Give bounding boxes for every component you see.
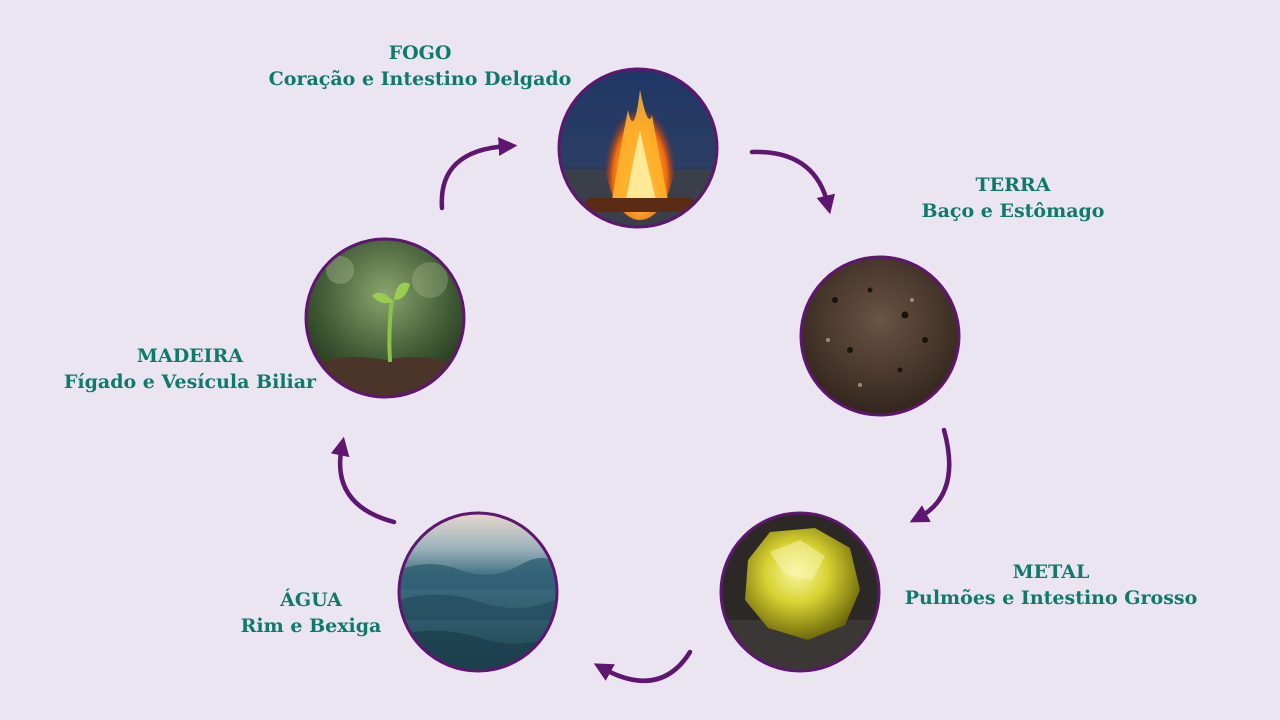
fogo-title: FOGO <box>388 42 452 64</box>
sprout-image <box>306 239 464 397</box>
madeira-organs: Fígado e Vesícula Biliar <box>63 371 317 393</box>
water-circle-border <box>397 511 559 673</box>
agua-organs: Rim e Bexiga <box>240 615 382 637</box>
fogo-organs: Coração e Intestino Delgado <box>268 68 572 90</box>
fogo-label: FOGO Coração e Intestino Delgado <box>269 40 572 92</box>
soil-image <box>801 257 959 415</box>
terra-title: TERRA <box>975 174 1051 196</box>
arrow-agua-to-madeira <box>330 436 397 525</box>
agua-label: ÁGUA Rim e Bexiga <box>241 587 382 639</box>
fire-image <box>559 69 717 227</box>
wood-circle-border <box>304 237 466 399</box>
arrow-terra-to-metal <box>909 427 952 523</box>
fire-circle-border <box>557 67 719 229</box>
soil-circle-border <box>799 255 961 417</box>
metal-organs: Pulmões e Intestino Grosso <box>904 587 1198 609</box>
madeira-title: MADEIRA <box>136 345 244 367</box>
arrow-madeira-to-fogo <box>439 137 518 211</box>
metal-title: METAL <box>1012 561 1090 583</box>
arrow-metal-to-agua <box>593 649 693 683</box>
terra-label: TERRA Baço e Estômago <box>922 172 1105 224</box>
agua-title: ÁGUA <box>280 589 342 611</box>
terra-organs: Baço e Estômago <box>921 200 1105 222</box>
metal-label: METAL Pulmões e Intestino Grosso <box>905 559 1198 611</box>
madeira-label: MADEIRA Fígado e Vesícula Biliar <box>64 343 316 395</box>
arrow-fogo-to-terra <box>749 149 836 215</box>
gold-circle-border <box>719 511 881 673</box>
